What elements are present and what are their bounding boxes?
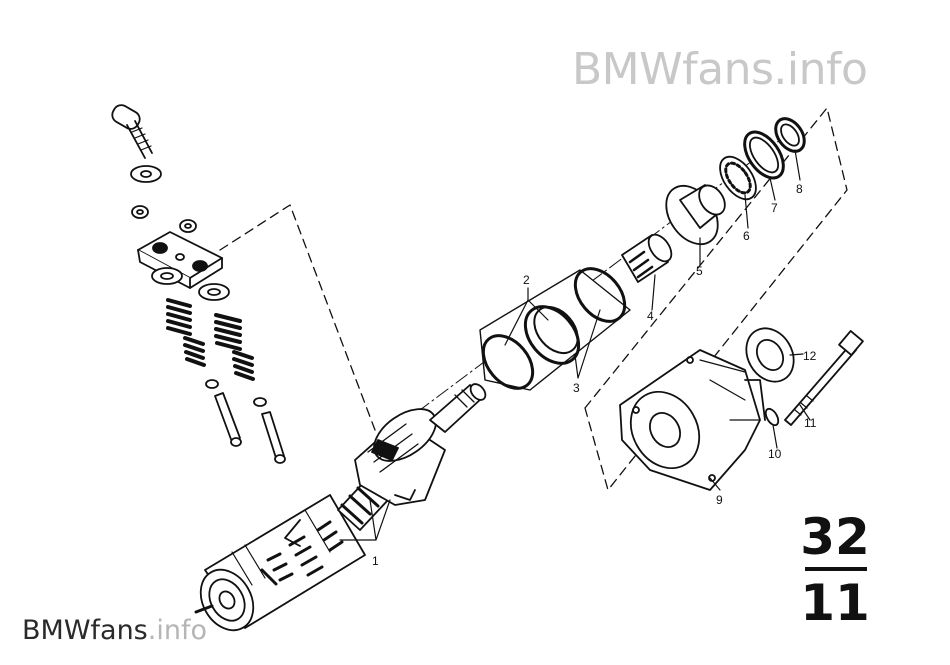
- group-number-major: 32: [800, 508, 870, 566]
- callout-11: 11: [804, 416, 817, 430]
- watermark-bottom-brand: BMWfans: [22, 615, 148, 646]
- housing-cover: [619, 349, 766, 491]
- valve-assembly: [111, 104, 286, 464]
- seal-ring-set: [479, 267, 631, 391]
- end-cap: [745, 327, 795, 383]
- callout-1: 1: [372, 554, 379, 568]
- watermark-top: BMWfans.info: [572, 44, 868, 95]
- shaft-seal: [774, 117, 806, 153]
- bolt-washer: [130, 165, 162, 183]
- callout-9: 9: [716, 493, 723, 507]
- valve-pin-right: [261, 411, 286, 464]
- small-nut-right: [179, 219, 197, 233]
- callout-8: 8: [796, 182, 803, 196]
- spring-left: [166, 298, 206, 367]
- lock-ring: [743, 130, 785, 180]
- small-washer-right: [253, 397, 267, 407]
- spiral-spring: [260, 520, 344, 586]
- seal-ring-right: [198, 283, 230, 301]
- washer-10: [764, 407, 780, 427]
- callout-labels: 1 2 3 4 5 6 7 8 9 10 11 12: [372, 182, 817, 568]
- watermark-bottom-suffix: .info: [147, 615, 207, 646]
- valve-body-assembly: [194, 383, 487, 632]
- valve-housing: [354, 408, 446, 506]
- callout-7: 7: [771, 201, 778, 215]
- callout-4: 4: [647, 309, 654, 323]
- hex-bolt-11: [784, 330, 864, 426]
- needle-bearing: [621, 233, 673, 283]
- group-number-divider: [805, 567, 867, 571]
- group-number-minor: 11: [800, 574, 870, 632]
- spring-right: [214, 313, 255, 381]
- adjusting-bolt: [111, 104, 153, 159]
- small-washer-left: [205, 379, 219, 389]
- leader-lines: [339, 149, 811, 541]
- callout-6: 6: [743, 229, 750, 243]
- cylinder-body: [194, 494, 366, 632]
- callout-10: 10: [768, 447, 782, 461]
- callout-2: 2: [523, 273, 530, 287]
- seal-ring-left: [151, 267, 183, 285]
- callout-5: 5: [696, 264, 703, 278]
- callout-12: 12: [803, 349, 817, 363]
- bearing-cup: [665, 184, 726, 245]
- valve-pin-left: [214, 392, 242, 447]
- callout-3: 3: [573, 381, 580, 395]
- watermark-bottom: BMWfans.info: [22, 615, 207, 646]
- ball-bearing-cage: [719, 155, 757, 201]
- small-nut-left: [131, 205, 149, 219]
- input-shaft: [429, 383, 487, 433]
